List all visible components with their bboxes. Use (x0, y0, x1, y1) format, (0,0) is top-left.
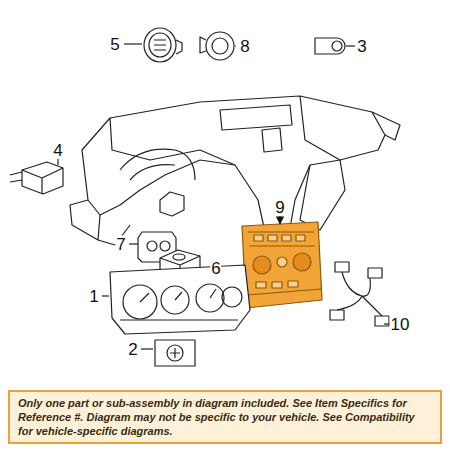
cluster-switch (155, 340, 195, 366)
climate-control-panel (242, 222, 322, 308)
note-text: Only one part or sub-assembly in diagram… (18, 396, 432, 438)
callout-number: 10 (390, 316, 411, 333)
callout-number: 8 (239, 38, 250, 55)
ignition-switch (200, 32, 234, 60)
callout-number: 2 (127, 341, 138, 358)
callout-number: 6 (210, 260, 221, 277)
callout-number: 1 (88, 288, 99, 305)
headlamp-switch (144, 28, 182, 62)
callout-number: 3 (356, 38, 367, 55)
instrument-panel-frame (70, 96, 400, 268)
note-box: Only one part or sub-assembly in diagram… (8, 390, 442, 444)
push-button (315, 38, 345, 54)
instrument-cluster (110, 265, 250, 334)
wire-harness (330, 262, 389, 326)
callout-number: 9 (274, 199, 285, 216)
callout-number: 7 (115, 236, 126, 253)
callout-number: 5 (109, 36, 120, 53)
callout-number: 4 (52, 142, 63, 159)
switch-module (10, 162, 63, 194)
